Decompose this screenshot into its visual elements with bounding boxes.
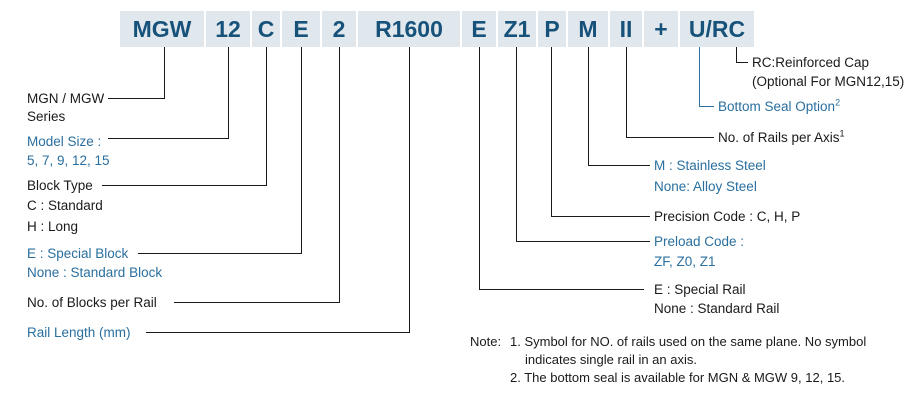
code-segment-blocks-per-rail: 2	[332, 16, 346, 42]
label-model-size: Model Size :	[27, 134, 102, 149]
label-stainless: M : Stainless Steel	[654, 158, 766, 173]
note-1-line-1: 1. Symbol for NO. of rails used on the s…	[510, 334, 867, 349]
code-segment-rail-length: R1600	[375, 16, 443, 42]
connector-blocks-per-rail	[174, 47, 340, 303]
label-standard-rail: None : Standard Rail	[654, 301, 780, 316]
code-segment-block-type: C	[257, 16, 275, 42]
label-precision: Precision Code : C, H, P	[654, 209, 801, 224]
code-segment-plus: +	[654, 16, 668, 42]
footnote-marker-1: 1	[839, 128, 845, 139]
label-bottom-seal: Bottom Seal Option2	[718, 97, 841, 114]
label-rails-per-axis: No. of Rails per Axis1	[718, 128, 845, 145]
label-model-size-values: 5, 7, 9, 12, 15	[27, 153, 110, 168]
code-box-rail-length	[358, 11, 460, 47]
code-box-special-block	[282, 11, 320, 47]
connector-series	[108, 47, 165, 99]
label-special-block: E : Special Block	[27, 246, 129, 261]
code-box-options	[680, 11, 754, 47]
label-rc: RC:Reinforced Cap	[752, 55, 870, 70]
label-rc-optional: (Optional For MGN12,15)	[752, 74, 905, 89]
code-segment-special-rail: E	[471, 16, 487, 42]
label-block-standard: C : Standard	[27, 198, 103, 213]
label-block-long: H : Long	[27, 219, 79, 234]
code-segment-preload: Z1	[503, 16, 531, 42]
code-box-preload	[498, 11, 536, 47]
label-standard-block: None : Standard Block	[27, 265, 163, 280]
code-box-rails-per-axis	[610, 11, 642, 47]
connector-bottom-seal	[699, 47, 714, 107]
label-blocks-per-rail: No. of Blocks per Rail	[27, 295, 157, 310]
connector-preload	[516, 47, 650, 242]
code-segment-special-block: E	[293, 16, 309, 42]
code-box-size	[206, 11, 250, 47]
connector-material	[588, 47, 650, 166]
code-segment-size: 12	[215, 16, 241, 42]
code-segment-options: U/RC	[688, 16, 746, 42]
note-1-line-2: indicates single rail in an axis.	[525, 352, 697, 367]
label-preload-values: ZF, Z0, Z1	[654, 254, 716, 269]
code-segment-precision: P	[544, 16, 560, 42]
label-special-rail: E : Special Rail	[654, 282, 746, 297]
connector-special-rail	[479, 47, 644, 290]
code-box-plus	[644, 11, 678, 47]
connector-rails-per-axis	[626, 47, 714, 138]
connector-block-type	[102, 47, 267, 186]
code-box-blocks-per-rail	[322, 11, 356, 47]
code-box-series	[120, 11, 204, 47]
code-segment-rails-per-axis: II	[619, 16, 633, 42]
connector-rail-length	[146, 47, 410, 333]
label-preload: Preload Code :	[654, 234, 745, 249]
connector-special-block	[138, 47, 302, 254]
label-series-sub: Series	[27, 109, 66, 124]
code-box-special-rail	[462, 11, 496, 47]
connector-size	[108, 47, 229, 139]
code-box-material	[568, 11, 608, 47]
code-segment-material: M	[578, 16, 598, 42]
code-box-precision	[538, 11, 566, 47]
connector-rc	[736, 47, 748, 63]
label-alloy: None: Alloy Steel	[654, 179, 757, 194]
label-block-type: Block Type	[27, 178, 93, 193]
connector-precision	[551, 47, 650, 217]
code-segment-series: MGW	[132, 16, 192, 42]
code-box-block-type	[252, 11, 280, 47]
label-series: MGN / MGW	[27, 91, 105, 106]
note-prefix: Note:	[470, 334, 502, 349]
label-rail-length: Rail Length (mm)	[27, 325, 131, 340]
note-2: 2. The bottom seal is available for MGN …	[510, 370, 846, 385]
footnote-marker-2: 2	[835, 97, 841, 108]
